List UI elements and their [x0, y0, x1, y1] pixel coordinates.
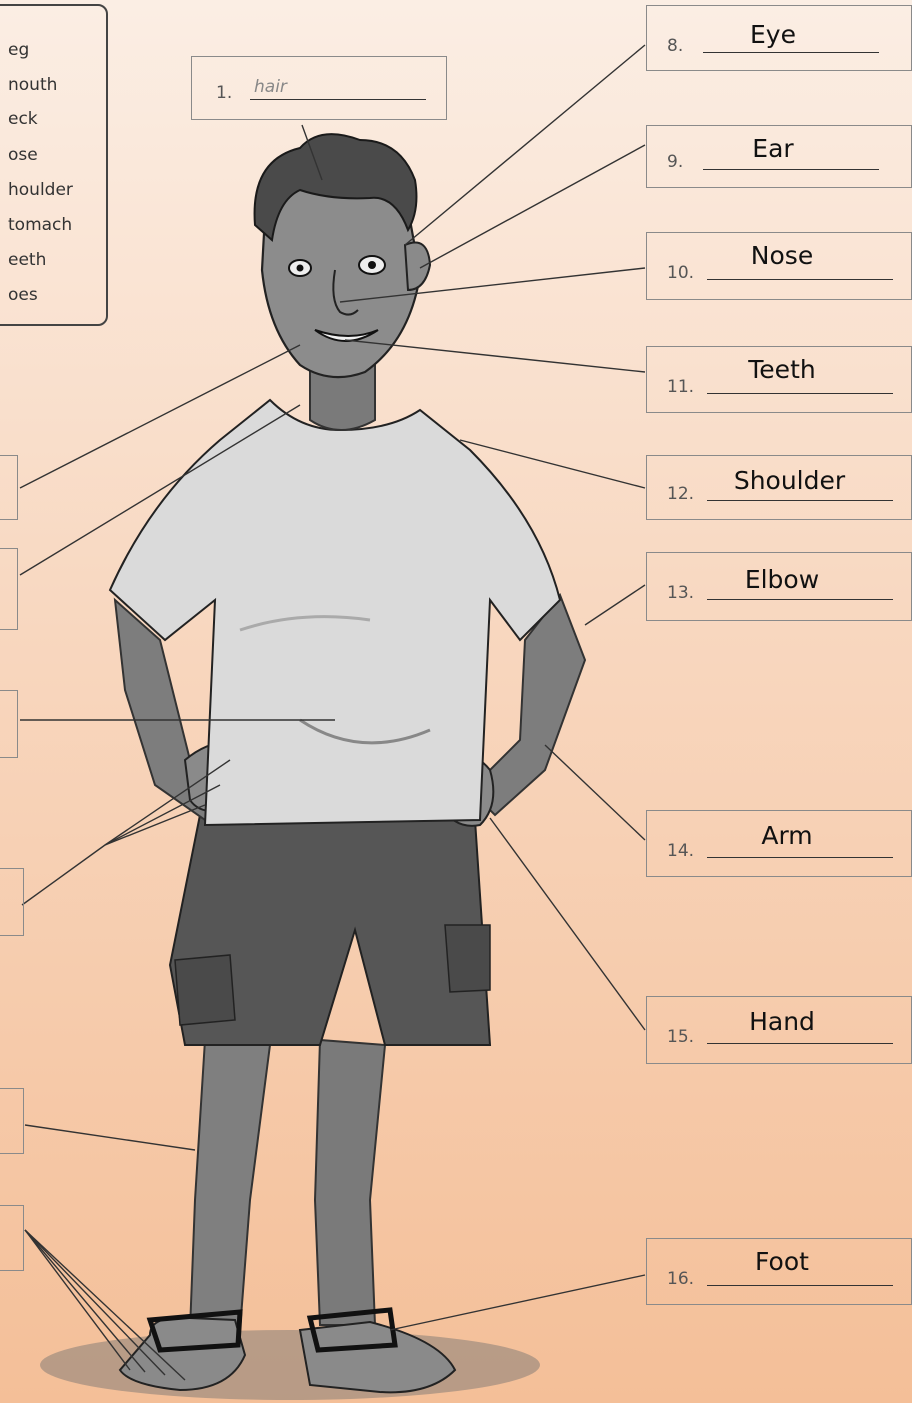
answer-text[interactable]: hair: [254, 77, 287, 97]
label-box-3: [0, 548, 18, 630]
ground-shadow: [40, 1330, 540, 1400]
label-number: 8.: [667, 36, 683, 56]
answer-line: [707, 393, 893, 394]
ear: [405, 243, 430, 291]
answer-text[interactable]: Foot: [707, 1247, 857, 1276]
right-leg: [315, 1040, 385, 1325]
left-leg: [190, 1040, 270, 1330]
left-foot: [120, 1318, 245, 1390]
label-box-6: [0, 1088, 24, 1154]
answer-text[interactable]: Elbow: [707, 565, 857, 594]
answer-text[interactable]: Ear: [703, 134, 843, 163]
answer-line: [703, 52, 879, 53]
label-box-8: 8. Eye: [646, 5, 912, 71]
answer-text[interactable]: Arm: [707, 821, 867, 850]
label-number: 12.: [667, 484, 694, 504]
label-box-13: 13. Elbow: [646, 552, 912, 621]
label-box-7: [0, 1205, 24, 1271]
label-number: 10.: [667, 263, 694, 283]
shorts-pocket-left: [175, 955, 235, 1025]
answer-text[interactable]: Shoulder: [707, 466, 872, 495]
answer-text[interactable]: Hand: [707, 1007, 857, 1036]
label-box-5: [0, 868, 24, 936]
label-number: 16.: [667, 1269, 694, 1289]
label-number: 13.: [667, 583, 694, 603]
label-box-9: 9. Ear: [646, 125, 912, 188]
answer-line: [703, 169, 879, 170]
answer-line: [707, 500, 893, 501]
label-box-10: 10. Nose: [646, 232, 912, 300]
label-box-2: [0, 455, 18, 520]
answer-line: [250, 99, 426, 100]
label-box-11: 11. Teeth: [646, 346, 912, 413]
answer-text[interactable]: Eye: [703, 20, 843, 49]
label-number: 9.: [667, 152, 683, 172]
label-box-15: 15. Hand: [646, 996, 912, 1064]
label-number: 15.: [667, 1027, 694, 1047]
answer-line: [707, 1285, 893, 1286]
label-box-12: 12. Shoulder: [646, 455, 912, 520]
label-box-14: 14. Arm: [646, 810, 912, 877]
label-number: 14.: [667, 841, 694, 861]
answer-text[interactable]: Teeth: [707, 355, 857, 384]
label-number: 1.: [216, 83, 232, 103]
label-box-1: 1. hair: [191, 56, 447, 120]
label-box-4: [0, 690, 18, 758]
right-foot: [300, 1322, 455, 1392]
answer-text[interactable]: Nose: [707, 241, 857, 270]
label-box-16: 16. Foot: [646, 1238, 912, 1305]
answer-line: [707, 1043, 893, 1044]
shorts-pocket-right: [445, 925, 490, 992]
label-number: 11.: [667, 377, 694, 397]
answer-line: [707, 599, 893, 600]
answer-line: [707, 857, 893, 858]
answer-line: [707, 279, 893, 280]
